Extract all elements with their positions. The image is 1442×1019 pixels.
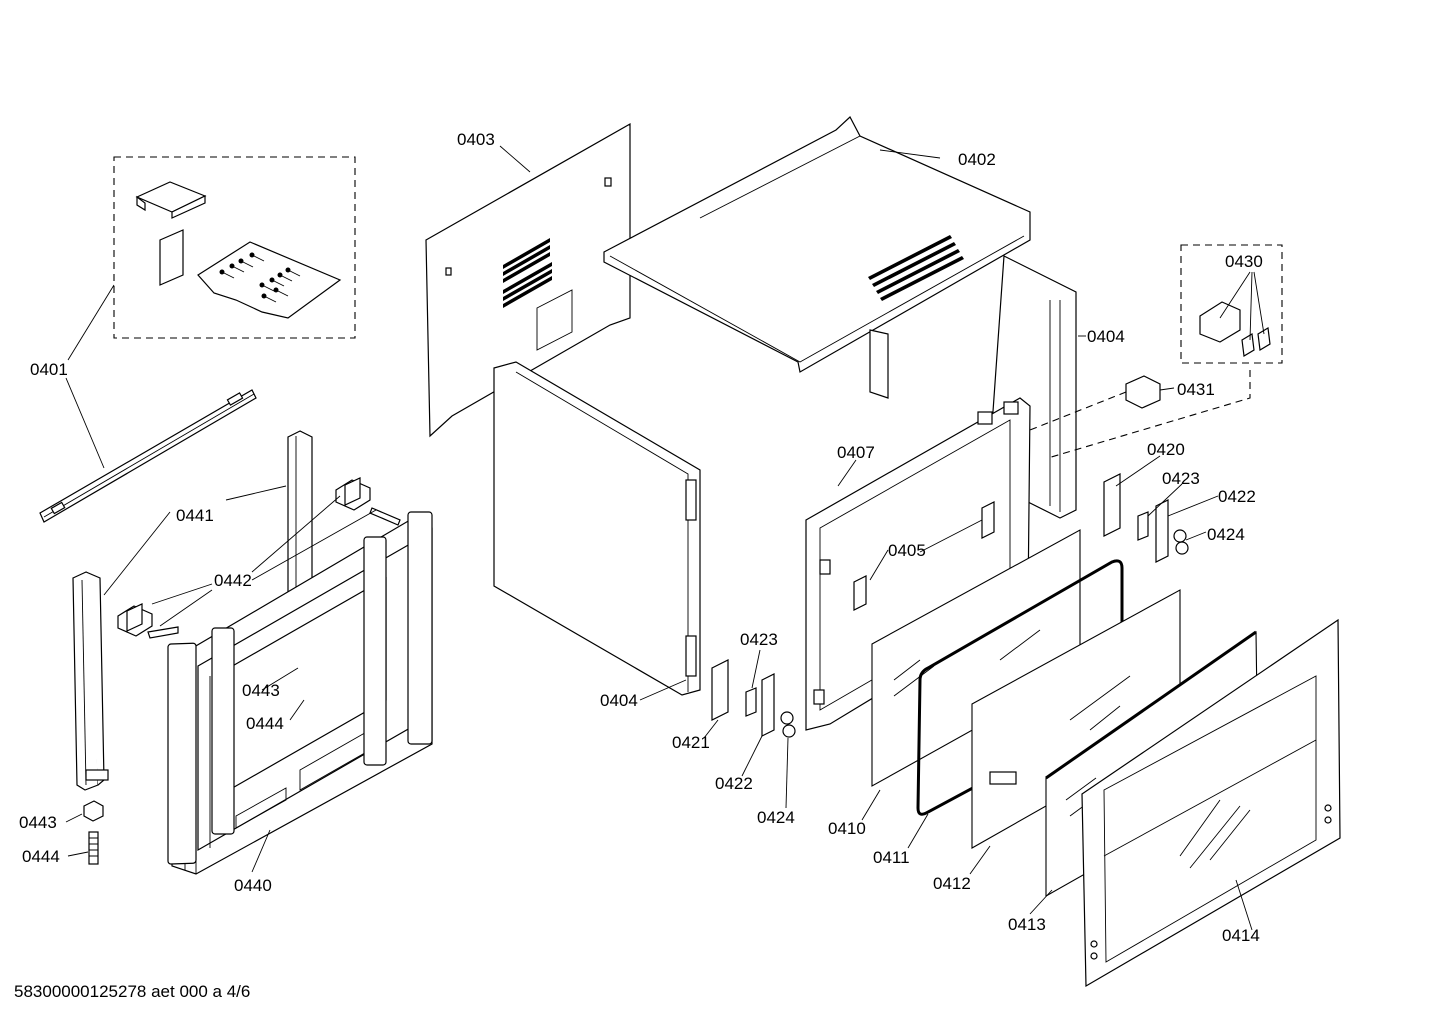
label-0407: 0407 xyxy=(837,443,875,462)
part-0401-kit xyxy=(113,156,356,339)
part-0430-kit xyxy=(1180,244,1283,364)
label-0420: 0420 xyxy=(1147,440,1185,459)
label-0404-left: 0404 xyxy=(600,691,638,710)
part-0442-brackets xyxy=(117,477,401,639)
label-0443-center: 0443 xyxy=(242,681,280,700)
label-0444-center: 0444 xyxy=(246,714,284,733)
part-0402-top-panel xyxy=(603,116,1031,373)
label-0444-left: 0444 xyxy=(22,847,60,866)
label-0424-right: 0424 xyxy=(1207,525,1245,544)
label-0414: 0414 xyxy=(1222,926,1260,945)
label-0410: 0410 xyxy=(828,819,866,838)
label-0402: 0402 xyxy=(958,150,996,169)
label-0423-right: 0423 xyxy=(1162,469,1200,488)
label-0442: 0442 xyxy=(214,571,252,590)
part-0403-rear-panel xyxy=(425,122,631,438)
part-0420-0424-group xyxy=(711,473,1189,738)
label-0422-right: 0422 xyxy=(1218,487,1256,506)
part-0431-switch xyxy=(1029,370,1251,459)
part-0440-frame xyxy=(167,511,433,875)
label-0412: 0412 xyxy=(933,874,971,893)
label-0403: 0403 xyxy=(457,130,495,149)
label-0443-left: 0443 xyxy=(19,813,57,832)
label-0430: 0430 xyxy=(1225,252,1263,271)
part-0412-glass xyxy=(971,589,1181,849)
part-0401-rail xyxy=(39,389,257,523)
part-0407-front-frame xyxy=(805,397,1031,731)
label-0413: 0413 xyxy=(1008,915,1046,934)
label-0401: 0401 xyxy=(30,360,68,379)
label-0411: 0411 xyxy=(873,848,910,867)
label-0421: 0421 xyxy=(672,733,710,752)
label-0404-right: 0404 xyxy=(1087,327,1125,346)
label-0405: 0405 xyxy=(888,541,926,560)
label-0424-left: 0424 xyxy=(757,808,795,827)
label-0423-left: 0423 xyxy=(740,630,778,649)
leader-lines xyxy=(65,145,1265,931)
vent-slots xyxy=(868,235,964,301)
part-0404-left-side xyxy=(493,361,701,696)
part-labels: 0401 0402 0403 0404 0404 0405 0407 0410 … xyxy=(19,130,1263,945)
document-reference: 58300000125278 aet 000 a 4/6 xyxy=(14,982,250,1001)
label-0440: 0440 xyxy=(234,876,272,895)
label-0431: 0431 xyxy=(1177,380,1215,399)
label-0441: 0441 xyxy=(176,506,214,525)
part-0414-door xyxy=(1081,618,1341,988)
label-0422-left: 0422 xyxy=(715,774,753,793)
